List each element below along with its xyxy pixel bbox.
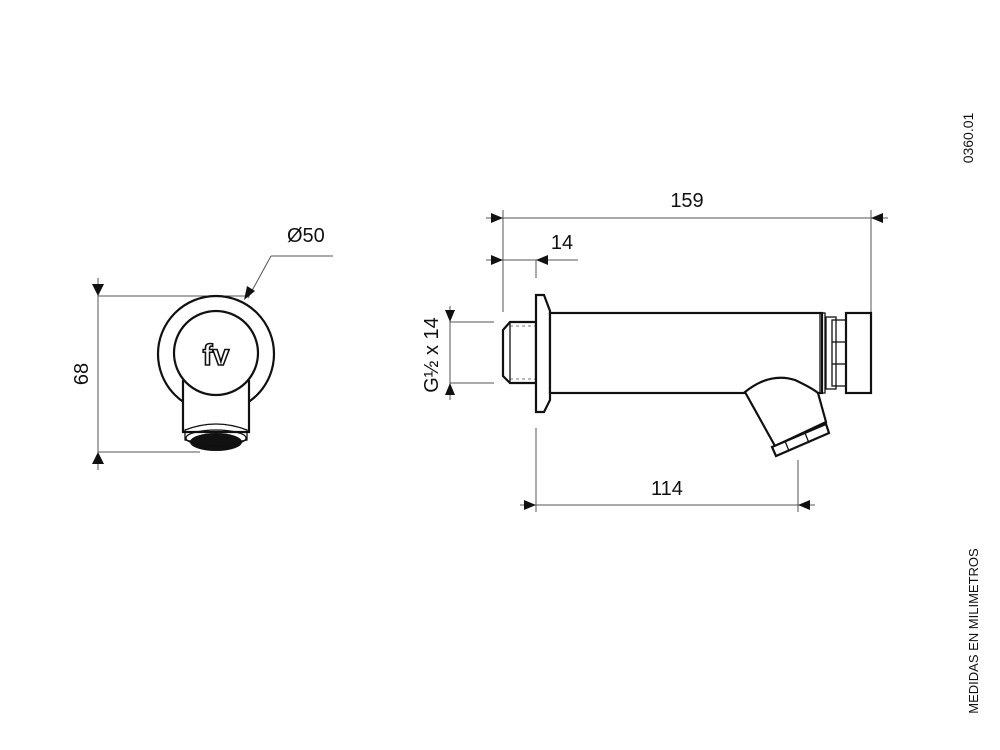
svg-text:fv: fv [203,339,230,372]
arrow-icon [871,213,883,223]
arrow-icon [491,255,503,265]
outlet-distance-label: 114 [651,478,683,500]
front-view: 68 Ø50 fv [71,225,333,470]
arrow-icon [92,452,104,464]
flange-offset-dimension: 14 [486,232,578,278]
flange-offset-label: 14 [551,232,573,254]
arrow-icon [445,383,455,395]
arrow-icon [92,284,104,296]
drawing-code: 0360.01 [960,112,976,163]
push-button-assembly [825,311,873,395]
thread-stub [501,320,538,385]
arrow-icon [798,500,810,510]
arrow-icon [445,310,455,322]
arrow-icon [244,286,255,300]
diameter-label: Ø50 [287,225,325,247]
arrow-icon [491,213,503,223]
wall-flange-side [534,293,552,414]
total-length-dimension: 159 [486,190,888,314]
angled-spout [743,376,831,458]
side-view: 159 14 G½ x 14 [421,190,888,512]
push-button [844,311,873,395]
total-length-label: 159 [670,190,703,212]
thread-label: G½ x 14 [421,317,443,393]
height-label: 68 [71,363,93,385]
arrow-icon [524,500,536,510]
thread-dimension: G½ x 14 [421,306,494,400]
height-dimension: 68 [71,278,248,470]
fv-logo-icon: fv [202,338,231,373]
spout-neck [181,380,251,434]
front-cap [172,309,260,397]
units-note: MEDIDAS EN MILIMETROS [966,548,981,714]
diameter-dimension: Ø50 [244,225,333,300]
arrow-icon [536,255,548,265]
outlet-distance-dimension: 114 [520,428,815,512]
aerator-outlet [190,433,242,451]
